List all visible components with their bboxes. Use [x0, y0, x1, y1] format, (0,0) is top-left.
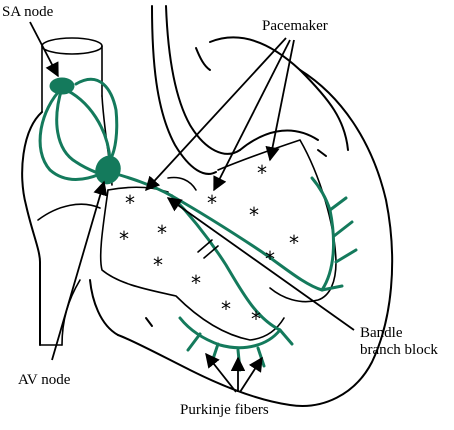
block-mark-2: [203, 245, 219, 259]
purkinje-arrow-3: [239, 356, 263, 393]
av-node-label: AV node: [18, 372, 71, 388]
ectopic-marker: *: [249, 203, 259, 227]
purkinje-bottom-3: [210, 342, 220, 364]
pacemaker-label: Pacemaker: [262, 18, 328, 34]
left-bundle-upper: [320, 208, 336, 292]
his-bundle: [108, 170, 174, 198]
left-bundle-tip: [310, 176, 332, 212]
pacemaker-arrow-1: [145, 37, 287, 192]
conduction-system: [38, 77, 358, 372]
sa-node-shape: [49, 77, 75, 95]
purkinje-bottom-4: [186, 332, 202, 352]
right-bundle-branch: [170, 194, 282, 332]
bundle-branch-block-label-line1: Bandle: [360, 325, 403, 341]
sa-node-arrow: [29, 21, 59, 78]
ectopic-marker: *: [153, 253, 163, 277]
purkinje-left-2: [332, 220, 354, 238]
ectopic-marker: *: [119, 227, 129, 251]
vena-cava-opening: [41, 37, 103, 55]
pacemaker-markers: * * * * * * * * * * * *: [119, 161, 299, 331]
left-ventricle-wall: [117, 69, 394, 407]
ectopic-marker: *: [289, 231, 299, 255]
av-node-shape: [95, 155, 121, 185]
left-bundle-branch: [170, 194, 324, 292]
left-atrium-top: [209, 36, 349, 151]
left-ventricle-chamber: [217, 139, 337, 303]
aorta-left-wall: [151, 5, 217, 175]
av-junction-curve: [167, 176, 197, 191]
purkinje-left-1: [334, 248, 358, 264]
block-mark-1: [197, 239, 213, 253]
purkinje-bottom-curve: [178, 316, 282, 350]
ectopic-marker: *: [257, 161, 267, 185]
left-atrium-notch: [195, 47, 211, 71]
pacemaker-arrow-2: [213, 39, 291, 192]
right-atrium-wall: [21, 111, 43, 346]
right-ventricle-base: [89, 279, 119, 336]
outline-tick-1: [317, 149, 327, 157]
bundle-branch-block-label-line2: branch block: [360, 342, 438, 358]
ectopic-marker: *: [191, 271, 201, 295]
pointer-arrows: [29, 21, 355, 393]
block-marks: [197, 239, 219, 259]
ectopic-marker: *: [207, 191, 217, 215]
purkinje-fibers-label: Purkinje fibers: [180, 402, 269, 418]
internodal-path-posterior: [38, 86, 102, 181]
purkinje-left-3: [328, 196, 348, 212]
right-ventricle-chamber: [99, 189, 285, 341]
aorta-right-wall: [165, 5, 241, 155]
inferior-vena-cava-wall: [61, 279, 81, 346]
atrial-floor: [37, 203, 101, 221]
sa-node-label: SA node: [2, 4, 54, 20]
bundle-block-arrow: [166, 197, 355, 331]
ectopic-marker: *: [157, 221, 167, 245]
outline-tick-2: [145, 317, 153, 327]
ectopic-marker: *: [251, 307, 261, 331]
pulmonary-vessel: [239, 129, 319, 151]
purkinje-arrow-1: [205, 352, 237, 393]
pacemaker-arrow-3: [265, 39, 295, 162]
bachmann-bundle: [74, 77, 119, 162]
labels: SA node Pacemaker Bandle branch block AV…: [2, 4, 438, 418]
purkinje-left-4: [320, 284, 344, 292]
internodal-path-middle: [55, 86, 102, 176]
av-node-arrow: [51, 180, 108, 361]
ectopic-marker: *: [221, 297, 231, 321]
purkinje-bottom-5: [278, 328, 294, 346]
ectopic-marker: *: [265, 247, 275, 271]
ectopic-marker: *: [125, 191, 135, 215]
